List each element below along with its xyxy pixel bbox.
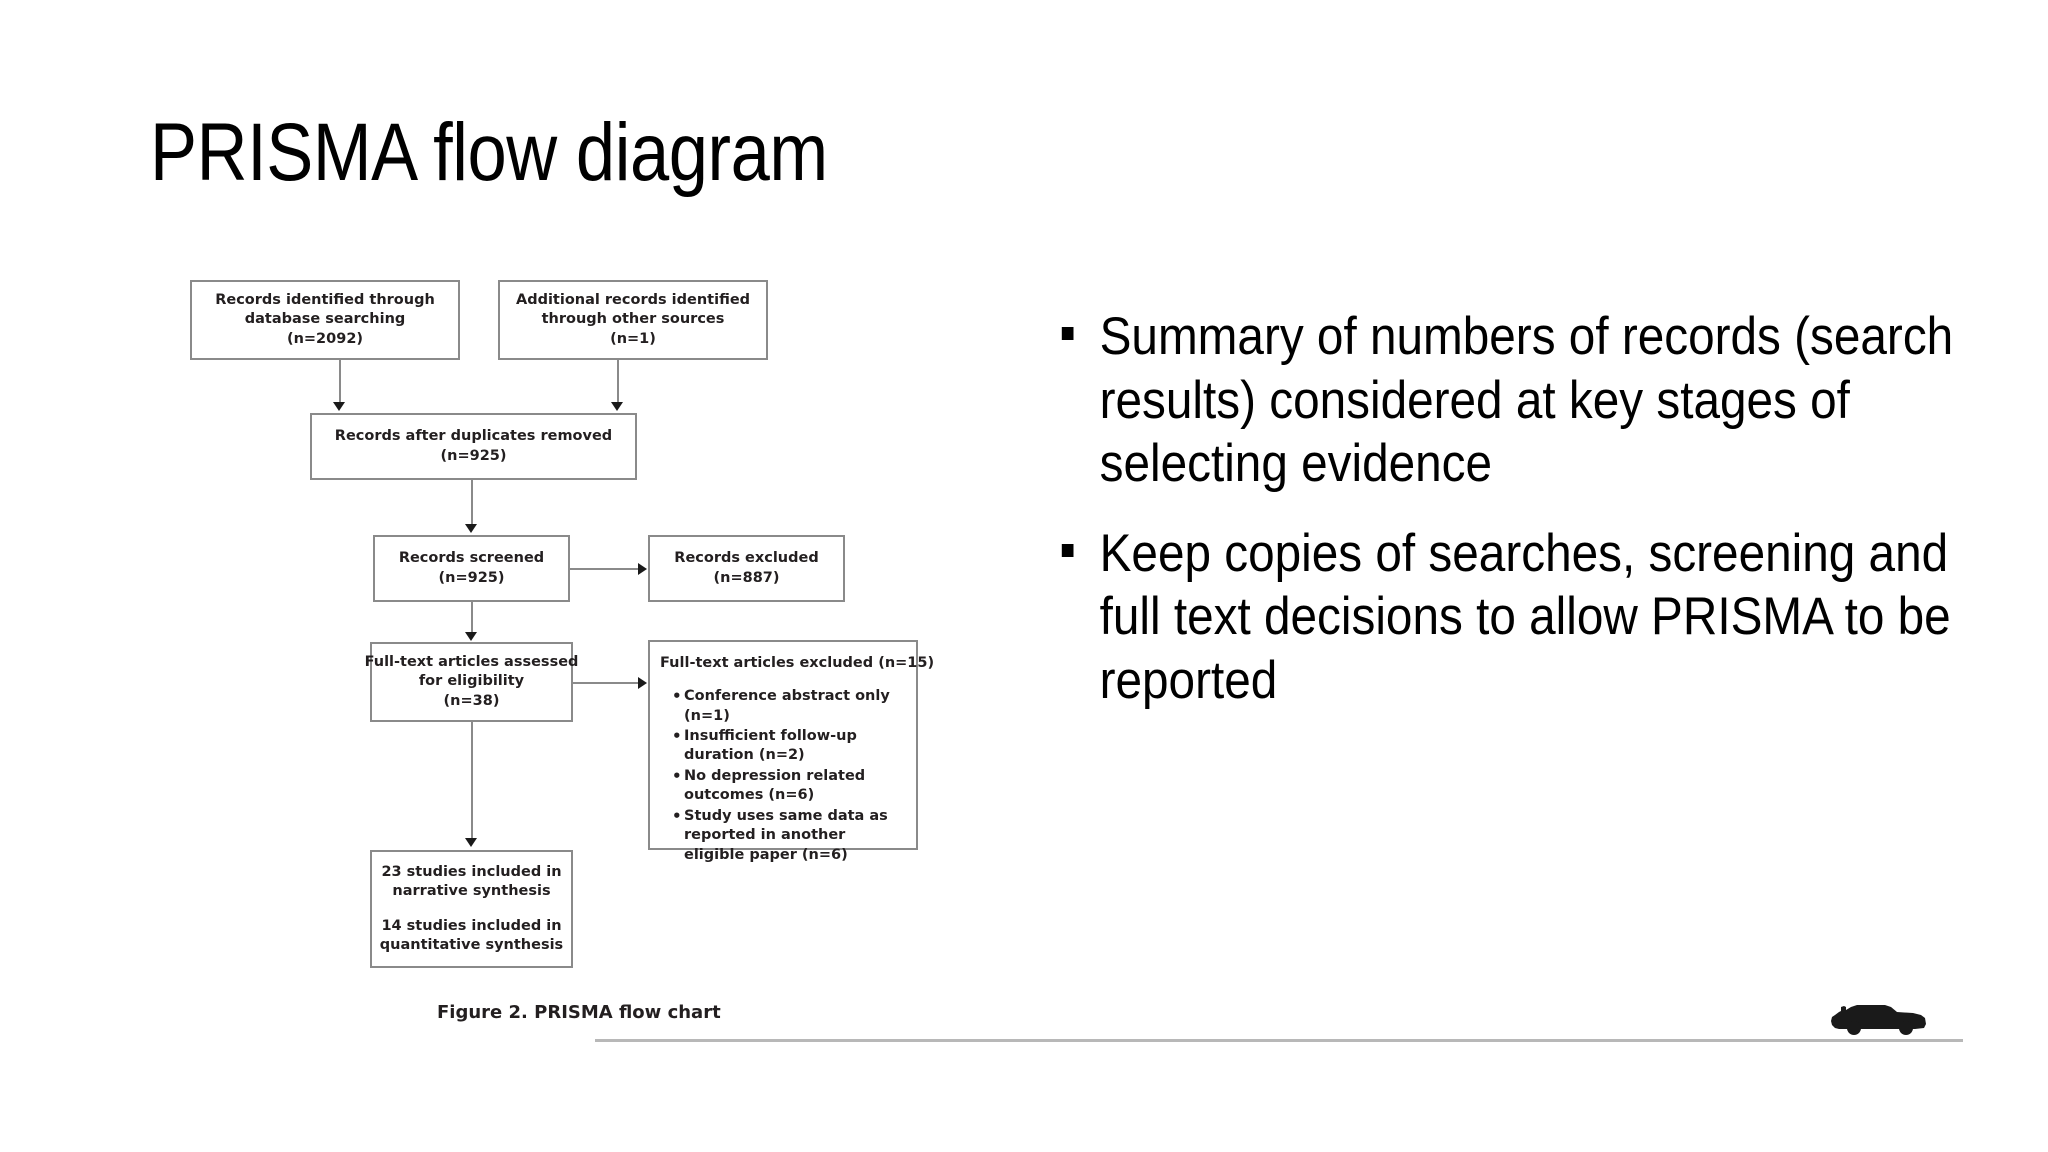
flow-box-line: 23 studies included in xyxy=(381,863,562,880)
arrow-down-icon xyxy=(465,524,477,533)
arrow-right-icon xyxy=(638,677,647,689)
exclusion-reason-item: Conference abstract only (n=1) xyxy=(672,686,906,726)
flow-box-line: 14 studies included in xyxy=(381,918,562,934)
arrow-down-icon xyxy=(333,402,345,411)
connector-line xyxy=(471,480,473,526)
flow-box-line: (n=887) xyxy=(713,569,780,586)
flow-box-records-screened: Records screened (n=925) xyxy=(373,535,570,602)
exclusion-reason-item: No depression related outcomes (n=6) xyxy=(672,766,906,806)
flow-box-line: (n=925) xyxy=(440,447,507,464)
flow-box-line: narrative synthesis xyxy=(392,882,551,899)
exclusion-reason-item: Study uses same data as reported in anot… xyxy=(672,806,906,865)
flow-box-records-excluded: Records excluded (n=887) xyxy=(648,535,845,602)
flow-box-records-after-duplicates-removed: Records after duplicates removed (n=925) xyxy=(310,413,637,480)
arrow-down-icon xyxy=(611,402,623,411)
arrow-down-icon xyxy=(465,838,477,847)
flow-box-line: through other sources xyxy=(541,311,725,328)
square-bullet-icon xyxy=(1061,327,1074,340)
connector-line xyxy=(339,360,341,404)
figure-caption: Figure 2. PRISMA flow chart xyxy=(437,1002,721,1023)
connector-line xyxy=(471,722,473,840)
flow-box-line: Records excluded xyxy=(674,550,819,567)
footer-rule xyxy=(595,1039,1963,1042)
square-bullet-icon xyxy=(1061,543,1074,557)
arrow-right-icon xyxy=(638,563,647,575)
bullet-item: Summary of numbers of records (search re… xyxy=(1060,305,2018,496)
bullet-list: Summary of numbers of records (search re… xyxy=(1060,305,1980,739)
flow-box-line: Full-text articles assessed xyxy=(364,654,579,671)
page-title: PRISMA flow diagram xyxy=(150,107,828,198)
flow-box-line: (n=925) xyxy=(438,569,505,586)
flow-box-fulltext-articles-excluded: Full-text articles excluded (n=15) Confe… xyxy=(648,640,935,863)
flow-box-line: Records identified through xyxy=(215,292,435,309)
flow-box-line: (n=2092) xyxy=(286,330,364,347)
prisma-flow-diagram: Records identified through database sear… xyxy=(0,0,1000,1060)
jeep-icon xyxy=(1831,1005,1926,1035)
connector-line xyxy=(573,682,639,684)
flow-box-line: (n=38) xyxy=(443,692,500,709)
flow-box-line: quantitative synthesis xyxy=(379,937,564,954)
flow-box-records-identified-database: Records identified through database sear… xyxy=(190,280,460,360)
flow-box-line: Additional records identified xyxy=(515,292,751,309)
flow-box-line: database searching xyxy=(244,311,406,328)
exclusion-reason-list: Conference abstract only (n=1) Insuffici… xyxy=(660,686,906,866)
bullet-text: Keep copies of searches, screening and f… xyxy=(1099,523,1951,710)
arrow-down-icon xyxy=(465,632,477,641)
connector-line xyxy=(617,360,619,404)
exclusion-heading: Full-text articles excluded (n=15) xyxy=(660,655,935,671)
exclusion-reason-item: Insufficient follow-up duration (n=2) xyxy=(672,726,906,766)
flow-box-line: Records after duplicates removed xyxy=(334,428,613,445)
flow-box-line: Records screened xyxy=(398,550,545,567)
flow-box-records-identified-other: Additional records identified through ot… xyxy=(498,280,768,360)
bullet-item: Keep copies of searches, screening and f… xyxy=(1060,522,2018,713)
flow-box-line: (n=1) xyxy=(610,330,656,347)
flow-box-fulltext-articles-assessed: Full-text articles assessed for eligibil… xyxy=(365,642,578,722)
bullet-text: Summary of numbers of records (search re… xyxy=(1099,307,1954,494)
connector-line xyxy=(471,602,473,634)
flow-box-studies-included: 23 studies included in narrative synthes… xyxy=(370,850,573,968)
connector-line xyxy=(570,568,639,570)
flow-box-line: for eligibility xyxy=(418,673,525,690)
